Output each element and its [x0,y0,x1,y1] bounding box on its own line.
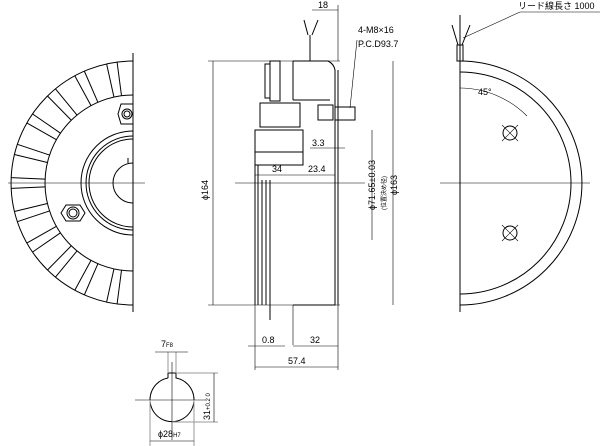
fin-line [83,263,99,296]
section-view: ϕ164 18 4-M8×16 P.C.D93.7 3.3 34 23.4 ϕ7… [200,0,399,370]
fin-line [26,225,57,244]
fin-line [14,154,48,163]
bore-dia: ϕ28H7 [158,429,181,439]
fin-line [74,260,92,291]
bolt [334,106,356,121]
fin-line [26,122,57,141]
dim-164: ϕ164 [200,180,210,200]
dim-32: 32 [310,335,320,345]
dim-71-65: ϕ71.65±0.03 [367,160,377,210]
fin-line [47,95,72,121]
fin-line [11,177,46,180]
cooling-fins [11,61,123,305]
dim-34: 34 [272,164,282,174]
fin-line [14,203,48,212]
nut-icon [117,103,134,125]
fin-line [116,61,123,96]
lead-wire-note: リード線長さ 1000 [518,0,595,11]
nut-icon [60,204,86,222]
dim-23-4: 23.4 [308,164,326,174]
fin-line [74,75,92,106]
dim-0-8: 0.8 [262,335,275,345]
positioning-note: (位置決め径) [380,176,388,210]
fin-line [17,143,50,156]
fin-line [32,113,61,134]
dim-163: ϕ163 [389,175,399,195]
angle-arc [459,87,528,117]
keyed-bore [149,372,195,423]
angle-45: 45° [478,87,492,97]
bore [112,162,134,204]
fin-line [11,186,46,189]
fin-line [17,210,50,223]
fin-line [83,70,99,103]
pcd-label: P.C.D93.7 [358,39,398,49]
dim-3-3: 3.3 [312,138,325,148]
rear-view: 45° リード線長さ 1000 [440,0,600,312]
fin-line [116,270,123,305]
fin-line [106,63,115,98]
fin-line [32,232,61,253]
bolt-hole-icon [501,224,519,242]
fin-line [106,268,115,303]
fin-line [47,245,72,271]
fin-line [55,250,78,278]
front-view [8,53,145,312]
fin-line [55,88,78,116]
shaft-view: 7F8 31+0.2 0 ϕ28H7 [135,339,218,446]
dim-18: 18 [318,0,328,10]
key-depth: 31+0.2 0 [202,392,212,420]
bolt-hole-icon [501,124,519,142]
dim-57-4: 57.4 [288,356,306,366]
key-width: 7F8 [161,339,174,349]
bolt-spec: 4-M8×16 [358,25,394,35]
